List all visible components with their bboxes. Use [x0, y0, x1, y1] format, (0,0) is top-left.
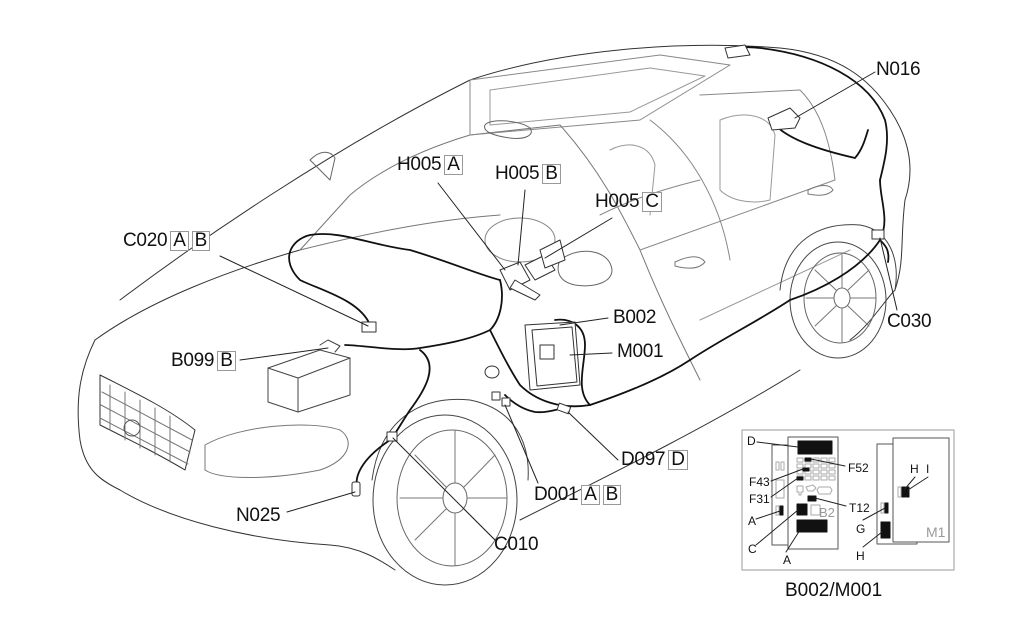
wiring-harness: [288, 46, 890, 491]
connector-i-right: [905, 486, 910, 498]
inset-caption: B002/M001: [785, 580, 883, 601]
label-n016: N016: [876, 59, 921, 80]
inset-callout-g: G: [856, 522, 866, 536]
inset-panel-title-b2: B2: [819, 505, 835, 520]
inset-panel: [741, 429, 955, 571]
leader-h005c: [544, 217, 613, 259]
connector-h-right: [901, 486, 906, 498]
leader-c020: [219, 255, 369, 327]
leader-n025: [286, 491, 356, 513]
label-b002: B002: [613, 307, 657, 328]
d097-connector-shape: [556, 402, 572, 415]
front-wheel: [371, 398, 529, 586]
label-c030: C030: [887, 311, 932, 332]
inset-panel-title-m1: M1: [926, 524, 946, 540]
rear-wheel: [779, 224, 897, 359]
connector-a-side: [779, 505, 784, 516]
connector-h-block: [880, 521, 891, 539]
connector-badge: B: [217, 351, 236, 371]
inset-callout-a-bottom: A: [783, 553, 792, 567]
connector-a-block: [796, 519, 828, 533]
n025-sensor-shape: [351, 481, 361, 497]
leader-c010: [392, 437, 496, 541]
inset-callout-c: C: [748, 542, 757, 556]
fuse-f43: [802, 467, 810, 472]
h005-switch-shape: [499, 261, 531, 291]
leader-b002: [559, 317, 609, 326]
connector-c-block: [796, 503, 808, 516]
inset-callout-a-side: A: [748, 514, 757, 528]
fuse-f52: [804, 457, 812, 462]
connector-badge: C: [642, 192, 662, 212]
leader-b099: [239, 347, 329, 361]
car-body: [77, 44, 911, 571]
connector-badge: A: [170, 231, 189, 251]
label-m001: M001: [617, 341, 664, 362]
connector-badge: A: [581, 485, 600, 505]
connector-badge: B: [191, 231, 210, 251]
inset-callout-t12: T12: [849, 501, 870, 515]
inset-callout-f31: F31: [749, 492, 770, 506]
connector-badge: B: [542, 164, 561, 184]
leader-c030: [879, 237, 898, 311]
leader-n016: [794, 71, 876, 119]
leader-m001: [569, 352, 613, 356]
connector-badge: A: [444, 155, 463, 175]
connector-badge: D: [668, 450, 688, 470]
inset-callout-d: D: [747, 434, 756, 448]
inset-callout-f43: F43: [749, 475, 770, 489]
c010-sensor-shape: [386, 431, 398, 442]
leader-h005b: [517, 189, 526, 266]
leader-lines: [219, 71, 898, 541]
c030-connector-shape: [871, 229, 885, 240]
leader-d097: [567, 411, 619, 461]
connector-badge: B: [602, 485, 621, 505]
label-n025: N025: [236, 505, 281, 526]
c020-connector-shape: [361, 321, 377, 333]
d001-connector-shape: [491, 391, 501, 401]
label-c010: C010: [494, 534, 539, 555]
relay-t12: [807, 495, 817, 502]
connector-d-block: [797, 440, 833, 455]
leader-h005a: [437, 182, 506, 271]
inset-callout-i: I: [926, 462, 930, 476]
n016-motor-shape: [767, 107, 801, 131]
battery: [267, 339, 351, 413]
leader-d001: [504, 404, 539, 484]
inset-callout-f52: F52: [848, 461, 869, 475]
components: [351, 44, 885, 497]
inset-callout-h-bottom: H: [856, 549, 865, 563]
inset-callout-h-top: H: [910, 462, 919, 476]
